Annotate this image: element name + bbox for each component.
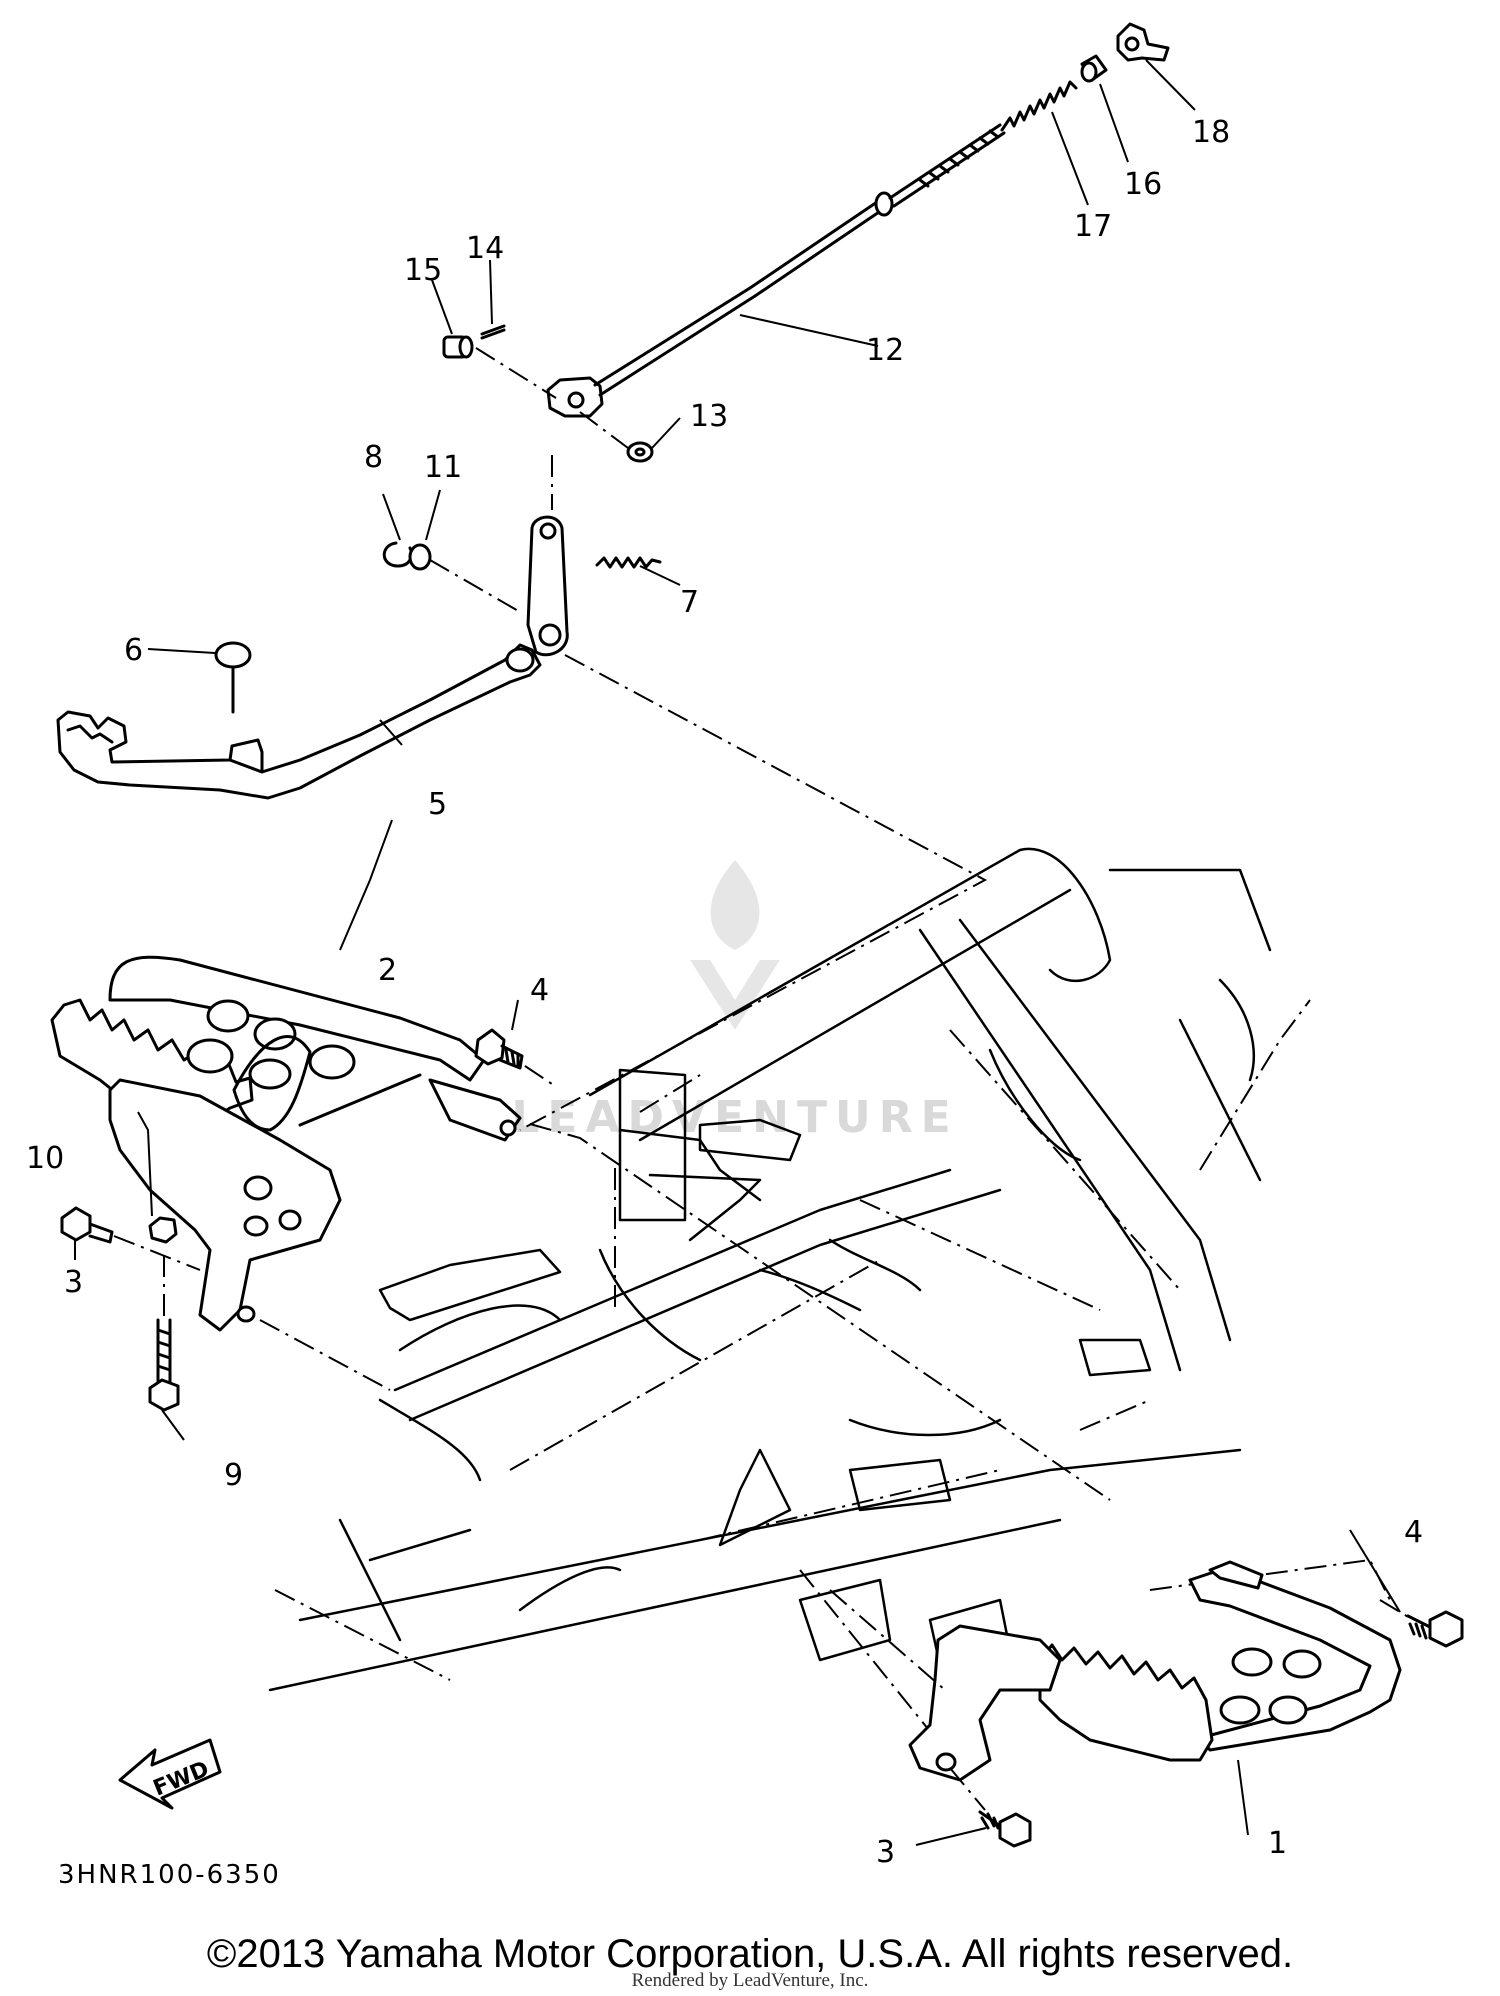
vehicle-frame xyxy=(268,847,1272,1692)
assembly-lines-right xyxy=(829,1589,1411,1811)
diagram-code: 3HNR100-6350 xyxy=(58,1860,281,1890)
callout-6: 6 xyxy=(124,633,143,668)
nut-part-10 xyxy=(148,1216,178,1244)
brake-arm-lever xyxy=(526,515,569,657)
footrest-part-2 xyxy=(50,955,522,1332)
bolt-part-9 xyxy=(148,1318,180,1412)
brake-rod-thread xyxy=(918,129,1000,188)
callout-12: 12 xyxy=(866,333,904,368)
callout-numbers: 1 2 3 3 4 4 5 6 7 8 9 10 11 12 13 14 15 … xyxy=(26,115,1423,1870)
callout-13: 13 xyxy=(690,399,728,434)
callout-1: 1 xyxy=(1268,1826,1287,1861)
rendered-by-notice: Rendered by LeadVenture, Inc. xyxy=(631,1970,869,1991)
joint-part-16 xyxy=(1080,54,1108,83)
adjusting-nut-part-18 xyxy=(1116,22,1170,62)
brake-pedal-part-5 xyxy=(56,643,542,800)
callout-11: 11 xyxy=(424,450,462,485)
callout-9: 9 xyxy=(224,1458,243,1493)
callout-7: 7 xyxy=(680,585,699,620)
callout-18: 18 xyxy=(1192,115,1230,150)
callout-3-right: 3 xyxy=(876,1835,895,1870)
callout-4-lower: 4 xyxy=(1404,1515,1423,1550)
assembly-lines-left xyxy=(113,1065,1111,1501)
spring-part-17 xyxy=(1000,80,1078,132)
frame-centerlines xyxy=(274,999,1391,1751)
clip-and-washer-parts-8-11 xyxy=(382,541,432,571)
bolt-part-4-lower xyxy=(1406,1610,1464,1648)
washer-part-13 xyxy=(626,441,654,463)
callout-10: 10 xyxy=(26,1141,64,1176)
callout-16: 16 xyxy=(1124,167,1162,202)
fwd-arrow: FWD xyxy=(118,1738,222,1810)
leadventure-watermark: LEADVENTURE xyxy=(511,860,958,1143)
bolt-part-4-upper xyxy=(474,1028,524,1070)
callout-14: 14 xyxy=(466,231,504,266)
copyright-notice: ©2013 Yamaha Motor Corporation, U.S.A. A… xyxy=(206,1932,1294,1976)
pin-part-15 xyxy=(442,335,474,359)
callout-leader-lines xyxy=(74,59,1401,1846)
watermark-text: LEADVENTURE xyxy=(511,1092,958,1143)
callout-15: 15 xyxy=(404,253,442,288)
callout-2: 2 xyxy=(378,953,397,988)
bolt-part-3-right xyxy=(978,1810,1032,1848)
callout-5: 5 xyxy=(428,787,447,822)
cotter-pin-part-14 xyxy=(480,324,506,340)
callout-17: 17 xyxy=(1074,209,1112,244)
brake-rod-part-12 xyxy=(546,123,1006,418)
callout-4-upper: 4 xyxy=(530,973,549,1008)
bolt-part-3-left xyxy=(60,1206,114,1244)
footrest-part-1 xyxy=(908,1560,1402,1782)
spring-part-7 xyxy=(595,556,662,569)
callout-8: 8 xyxy=(364,440,383,475)
callout-3-left: 3 xyxy=(64,1265,83,1300)
